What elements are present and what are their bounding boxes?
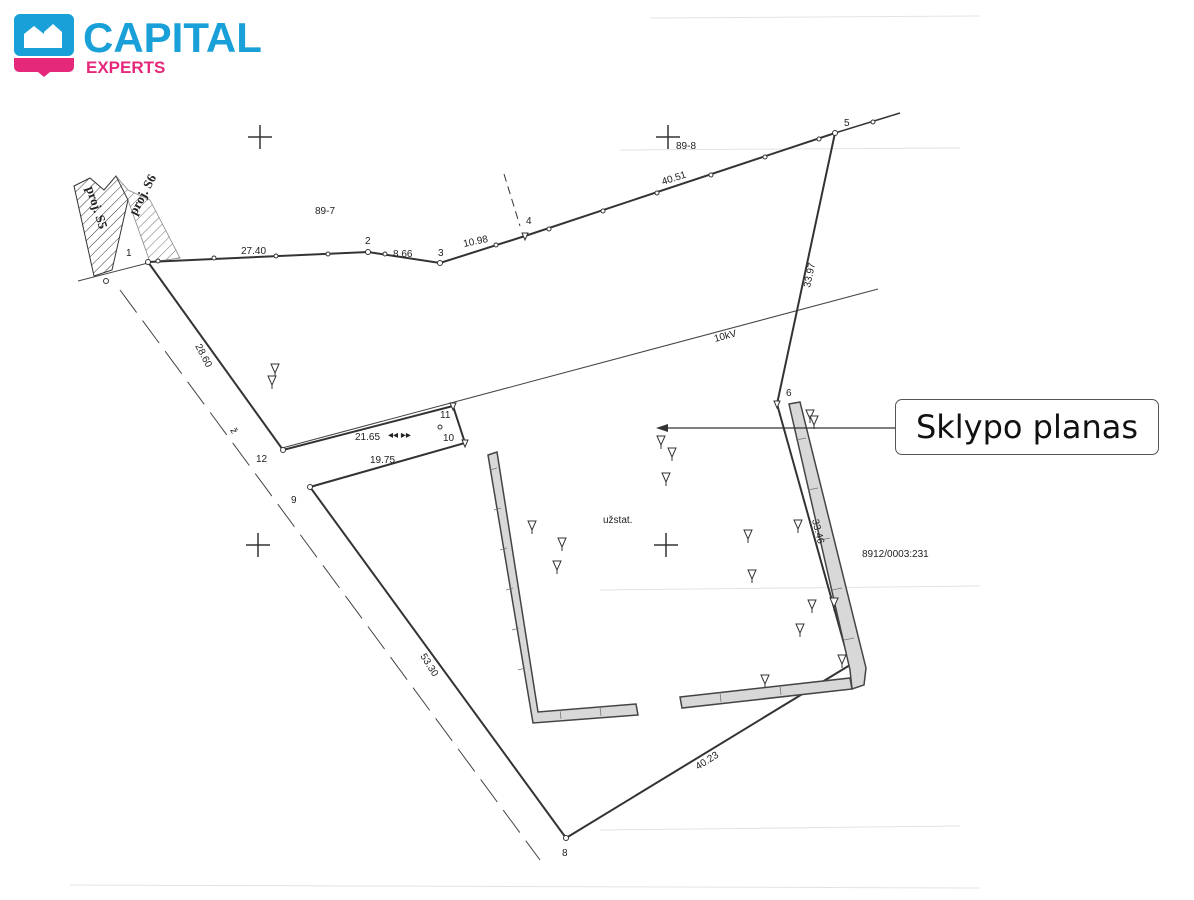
callout-box: Sklypo planas <box>895 399 1159 455</box>
fence-bands <box>487 401 867 724</box>
hatched-project-zone-2 <box>115 175 181 263</box>
power-line-10kv <box>281 288 879 449</box>
brand-sub: EXPERTS <box>86 58 165 77</box>
road-dashed-line <box>119 289 541 861</box>
boundary-extension <box>834 112 901 134</box>
parcel-89-7: 89-7 <box>315 206 335 217</box>
axis-mark: ž <box>227 426 239 436</box>
tree-symbols <box>267 363 847 688</box>
point-label-5: 5 <box>844 118 850 129</box>
boundary-triangle-points <box>449 232 781 449</box>
dim-8-66: 8.66 <box>393 249 413 260</box>
direction-arrows: ◂◂ ▸▸ <box>388 430 411 441</box>
point-label-8: 8 <box>562 848 568 859</box>
point-label-9: 9 <box>291 495 297 506</box>
faint-scan-lines <box>69 15 981 889</box>
point-label-3: 3 <box>438 248 444 259</box>
point-label-4: 4 <box>526 216 532 227</box>
parcel-8912-0003-231: 8912/0003:231 <box>862 549 929 560</box>
boundary-points <box>103 119 876 841</box>
dim-40-51: 40.51 <box>661 170 689 188</box>
brand-name: CAPITAL <box>83 14 262 61</box>
dim-53-30: 53.30 <box>417 652 440 679</box>
point-label-10: 10 <box>443 433 455 444</box>
fence-hatching <box>489 437 855 720</box>
parcel-89-8: 89-8 <box>676 141 696 152</box>
zone-label: užstat. <box>603 515 632 526</box>
callout-arrow <box>656 424 896 432</box>
house-icon <box>14 14 74 77</box>
dim-10-98: 10.98 <box>462 234 489 250</box>
point-label-12: 12 <box>256 454 268 465</box>
dim-33-97: 33.97 <box>802 261 818 288</box>
survey-marker-dashed <box>503 173 521 227</box>
point-label-2: 2 <box>365 236 371 247</box>
survey-crosses <box>246 125 680 557</box>
power-line-label: 10kV <box>713 328 738 345</box>
dim-19-75: 19.75 <box>370 455 395 466</box>
dim-40-23: 40.23 <box>694 750 721 773</box>
point-label-6: 6 <box>786 388 792 399</box>
dim-28-60: 28.60 <box>192 342 214 370</box>
entry-line <box>77 262 149 282</box>
brand-logo: CAPITAL EXPERTS <box>14 14 262 77</box>
callout-label: Sklypo planas <box>915 408 1139 446</box>
point-label-1: 1 <box>126 248 132 259</box>
dim-27-40: 27.40 <box>241 246 266 257</box>
point-label-11: 11 <box>440 410 451 421</box>
dim-21-65: 21.65 <box>355 432 380 443</box>
